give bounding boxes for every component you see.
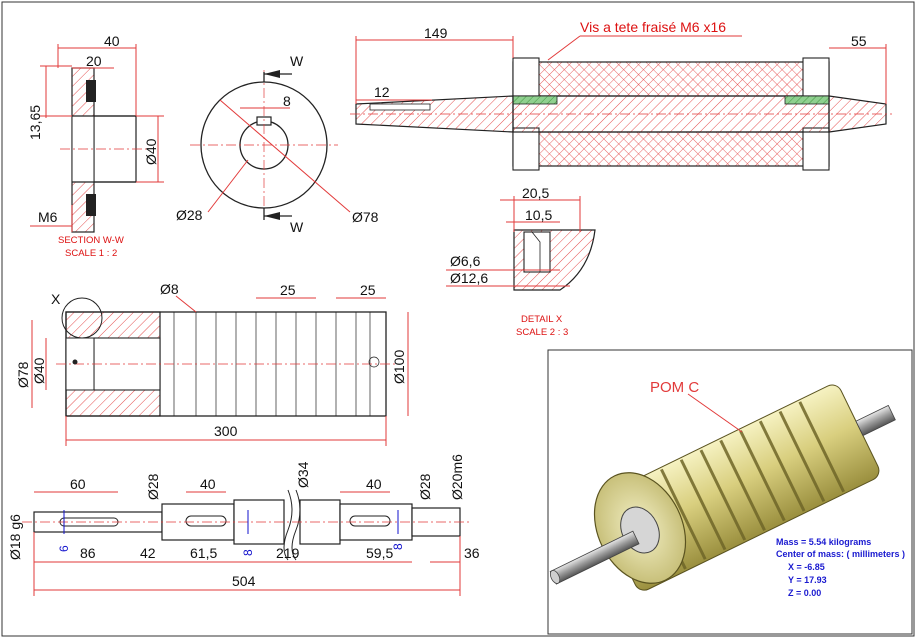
- dim-shaft-8b: 8: [391, 543, 405, 550]
- dim-roller-pitch-25a: 25: [280, 282, 296, 298]
- dim-dia-28: Ø28: [176, 207, 203, 223]
- dim-detail-20-5: 20,5: [522, 185, 549, 201]
- dim-shaft-219: 219: [276, 545, 300, 561]
- dim-roller-dia-78: Ø78: [15, 361, 31, 388]
- dim-shaft-60: 60: [70, 476, 86, 492]
- dim-width-40: 40: [104, 33, 120, 49]
- dim-detail-dia-6-6: Ø6,6: [450, 253, 481, 269]
- dim-width-20: 20: [86, 53, 102, 69]
- section-caption-1: SECTION W-W: [58, 235, 124, 246]
- dim-shaft-dia-20m6: Ø20m6: [449, 454, 465, 500]
- dim-shaft-40b: 40: [366, 476, 382, 492]
- cut-label-bottom: W: [290, 219, 304, 235]
- section-caption-2: SCALE 1 : 2: [65, 248, 117, 259]
- dim-detail-dia-12-6: Ø12,6: [450, 270, 488, 286]
- dim-len-12: 12: [374, 84, 390, 100]
- dim-roller-dia-40: Ø40: [31, 357, 47, 384]
- dim-shaft-86: 86: [80, 545, 96, 561]
- dim-shaft-504: 504: [232, 573, 256, 589]
- dim-shaft-dia-34: Ø34: [295, 461, 311, 488]
- dim-shaft-40a: 40: [200, 476, 216, 492]
- dim-thread-m6: M6: [38, 209, 58, 225]
- detail-marker-x: X: [51, 291, 61, 307]
- section-view: 40 20 13,65 Ø40 M6 SECTION W-W SCALE 1 :…: [27, 33, 164, 259]
- dim-len-55: 55: [851, 33, 867, 49]
- center-of-mass-line: Center of mass: ( millimeters ): [776, 549, 905, 559]
- dim-roller-pitch-25b: 25: [360, 282, 376, 298]
- detail-view: 20,5 10,5 Ø6,6 Ø12,6 DETAIL X SCALE 2 : …: [446, 185, 596, 338]
- material-label: POM C: [650, 379, 699, 396]
- dim-shaft-42: 42: [140, 545, 156, 561]
- dim-shaft-36: 36: [464, 545, 480, 561]
- dim-detail-10-5: 10,5: [525, 207, 552, 223]
- dim-keyway-8: 8: [283, 93, 291, 109]
- com-x: X = -6.85: [788, 562, 825, 572]
- render-panel: POM C Mass = 5.54 kilograms Center of ma…: [547, 349, 913, 635]
- com-y: Y = 17.93: [788, 575, 827, 585]
- shaft-view: 60 Ø28 40 Ø34 40 Ø28 Ø20m6 Ø18 g6 6 86 4…: [7, 454, 480, 596]
- detail-caption-1: DETAIL X: [521, 314, 563, 325]
- dim-roller-dia-100: Ø100: [391, 350, 407, 384]
- dim-roller-groove-8: Ø8: [160, 281, 179, 297]
- callout-screw: Vis a tete fraisé M6 x16: [580, 19, 726, 35]
- dim-shaft-59-5: 59,5: [366, 545, 393, 561]
- dim-shaft-dia-28a: Ø28: [145, 473, 161, 500]
- cut-label-top: W: [290, 53, 304, 69]
- roller-view: X Ø8 25 25 Ø78 Ø40 Ø100 300: [15, 281, 409, 446]
- dim-len-149: 149: [424, 25, 448, 41]
- detail-caption-2: SCALE 2 : 3: [516, 327, 568, 338]
- dim-height-13-65: 13,65: [27, 105, 43, 140]
- dim-roller-length-300: 300: [214, 423, 238, 439]
- dim-dia-78: Ø78: [352, 209, 379, 225]
- dim-shaft-6: 6: [57, 545, 71, 552]
- end-view: W W 8 Ø28 Ø78: [176, 53, 379, 235]
- dim-shaft-dia-18g6: Ø18 g6: [7, 514, 23, 560]
- assembly-view: 149 12 55 Vis a tete fraisé M6 x16: [350, 19, 892, 171]
- dim-dia-40: Ø40: [143, 138, 159, 165]
- com-z: Z = 0.00: [788, 588, 821, 598]
- mass-line: Mass = 5.54 kilograms: [776, 537, 871, 547]
- dim-shaft-dia-28b: Ø28: [417, 473, 433, 500]
- dim-shaft-8a: 8: [241, 549, 255, 556]
- dim-shaft-61-5: 61,5: [190, 545, 217, 561]
